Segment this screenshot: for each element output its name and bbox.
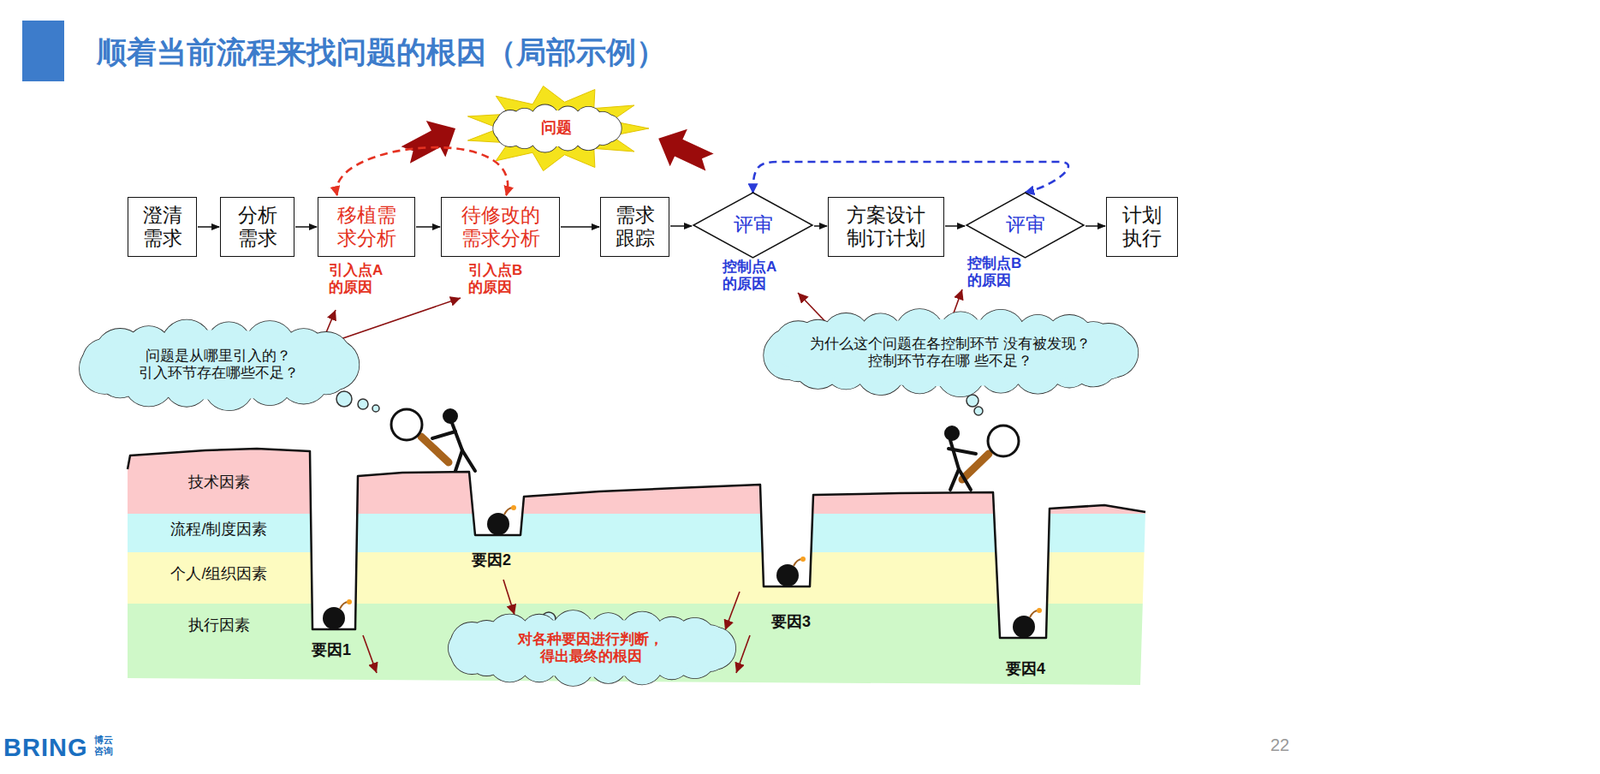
text-block: 为什么这个问题在各控制环节 没有被发现？控制环节存在哪 些不足？ xyxy=(807,335,1094,370)
decision-diamond: 评审 xyxy=(965,191,1085,259)
investigator-figure xyxy=(391,409,476,471)
factor-label: 执行因素 xyxy=(188,616,250,636)
thought-cloud: 为什么这个问题在各控制环节 没有被发现？控制环节存在哪 些不足？ xyxy=(761,308,1139,398)
connector xyxy=(1085,225,1106,227)
process-box: 计划 执行 xyxy=(1106,196,1178,257)
process-box: 分析 需求 xyxy=(220,196,295,257)
connector xyxy=(295,226,317,228)
text-block: 问题 xyxy=(541,118,572,137)
node-text: 问题 xyxy=(541,118,572,137)
text-holder: 方案设计 制订计划 xyxy=(828,197,944,256)
node-text: 问题是从哪里引入的？ 引入环节存在哪些不足？ xyxy=(111,347,327,382)
factor-label: 个人/组织因素 xyxy=(170,565,268,584)
process-box: 澄清 需求 xyxy=(127,196,197,257)
connector xyxy=(560,226,600,228)
text-block: 评审 xyxy=(1005,213,1046,237)
decision-diamond: 评审 xyxy=(692,191,814,259)
text-holder: 问题 xyxy=(462,83,651,173)
connector xyxy=(416,226,441,228)
cloud-shape xyxy=(493,104,622,152)
connector xyxy=(753,161,1069,193)
cause-label: 控制点A 的原因 xyxy=(722,258,792,294)
problem-pointer xyxy=(395,110,719,181)
text-holder: 需求 跟踪 xyxy=(600,197,669,256)
terrain-bands xyxy=(119,428,1156,698)
connector xyxy=(197,226,220,228)
investigator-figure xyxy=(945,425,1019,490)
factor-label: 技术因素 xyxy=(188,473,250,493)
text-holder: 分析 需求 xyxy=(220,197,294,256)
process-box: 方案设计 制订计划 xyxy=(827,196,945,257)
key-cause-label: 要因4 xyxy=(1005,660,1046,679)
node-text: 澄清 需求 xyxy=(132,203,192,250)
cloud-core xyxy=(454,618,726,677)
factor-label: 流程/制度因素 xyxy=(170,520,268,540)
cloud-core xyxy=(773,319,1128,387)
text-holder: 问题是从哪里引入的？ 引入环节存在哪些不足？ xyxy=(77,318,360,411)
node-text: 评审 xyxy=(733,213,774,237)
connector xyxy=(814,225,827,227)
process-box: 移植需 求分析 xyxy=(317,196,416,257)
text-block: 评审 xyxy=(733,213,774,237)
thought-cloud: 对各种要因进行判断， 得出最终的根因 xyxy=(445,609,737,687)
logo-text: 博云 咨询 xyxy=(94,734,119,757)
node-text: 分析 需求 xyxy=(225,203,290,250)
text-holder: 澄清 需求 xyxy=(128,197,197,256)
process-box: 待修改的 需求分析 xyxy=(440,196,560,257)
text-holder: 待修改的 需求分析 xyxy=(441,197,560,256)
logo-text: BRING xyxy=(3,732,88,763)
diamond-outline xyxy=(966,192,1084,258)
problem-burst: 问题 xyxy=(462,83,651,173)
title-marker xyxy=(22,20,65,82)
terrain-outline xyxy=(127,448,1146,638)
text-holder: 对各种要因进行判断， 得出最终的根因 xyxy=(445,609,737,687)
bomb xyxy=(322,505,1042,638)
text-holder: 评审 xyxy=(692,191,814,259)
text-holder: 为什么这个问题在各控制环节 没有被发现？控制环节存在哪 些不足？ xyxy=(761,308,1139,398)
node-text: 移植需 求分析 xyxy=(322,203,411,250)
key-cause-label: 要因3 xyxy=(771,612,811,632)
cause-label: 引入点B 的原因 xyxy=(468,261,537,298)
key-cause-label: 要因1 xyxy=(311,641,351,661)
text-block: 问题是从哪里引入的？ 引入环节存在哪些不足？ xyxy=(111,347,327,382)
node-text: 为什么这个问题在各控制环节 没有被发现？控制环节存在哪 些不足？ xyxy=(807,335,1094,370)
connector xyxy=(336,147,508,196)
slide-title: 顺着当前流程来找问题的根因（局部示例） xyxy=(96,34,667,71)
text-holder: 计划 执行 xyxy=(1106,197,1178,256)
text-block: 需求 跟踪 xyxy=(605,203,665,250)
node-text: 待修改的 需求分析 xyxy=(446,203,555,250)
connector xyxy=(945,225,965,227)
burst-star xyxy=(467,86,649,172)
text-block: 对各种要因进行判断， 得出最终的根因 xyxy=(480,630,702,666)
text-holder: 评审 xyxy=(965,191,1085,259)
node-text: 评审 xyxy=(1005,213,1046,237)
text-block: 待修改的 需求分析 xyxy=(446,203,555,250)
node-text: 计划 执行 xyxy=(1111,203,1173,250)
cause-label: 引入点A 的原因 xyxy=(328,261,398,298)
node-text: 需求 跟踪 xyxy=(605,203,665,250)
diamond-outline xyxy=(693,192,813,258)
text-block: 计划 执行 xyxy=(1111,203,1173,250)
text-holder: 移植需 求分析 xyxy=(318,197,415,256)
connector xyxy=(670,225,692,227)
text-block: 方案设计 制订计划 xyxy=(832,203,940,250)
text-block: 移植需 求分析 xyxy=(322,203,411,250)
cause-label: 控制点B 的原因 xyxy=(967,255,1036,291)
node-text: 方案设计 制订计划 xyxy=(832,203,940,250)
thought-bubbles xyxy=(336,391,983,626)
node-text: 对各种要因进行判断， 得出最终的根因 xyxy=(480,630,702,666)
key-cause-label: 要因2 xyxy=(471,551,512,571)
text-block: 澄清 需求 xyxy=(132,203,192,250)
cloud-core xyxy=(497,110,616,147)
text-block: 分析 需求 xyxy=(225,203,290,250)
page-number: 22 xyxy=(1270,734,1290,756)
cloud-core xyxy=(88,329,349,400)
process-box: 需求 跟踪 xyxy=(600,196,670,257)
thought-cloud: 问题是从哪里引入的？ 引入环节存在哪些不足？ xyxy=(77,318,360,411)
